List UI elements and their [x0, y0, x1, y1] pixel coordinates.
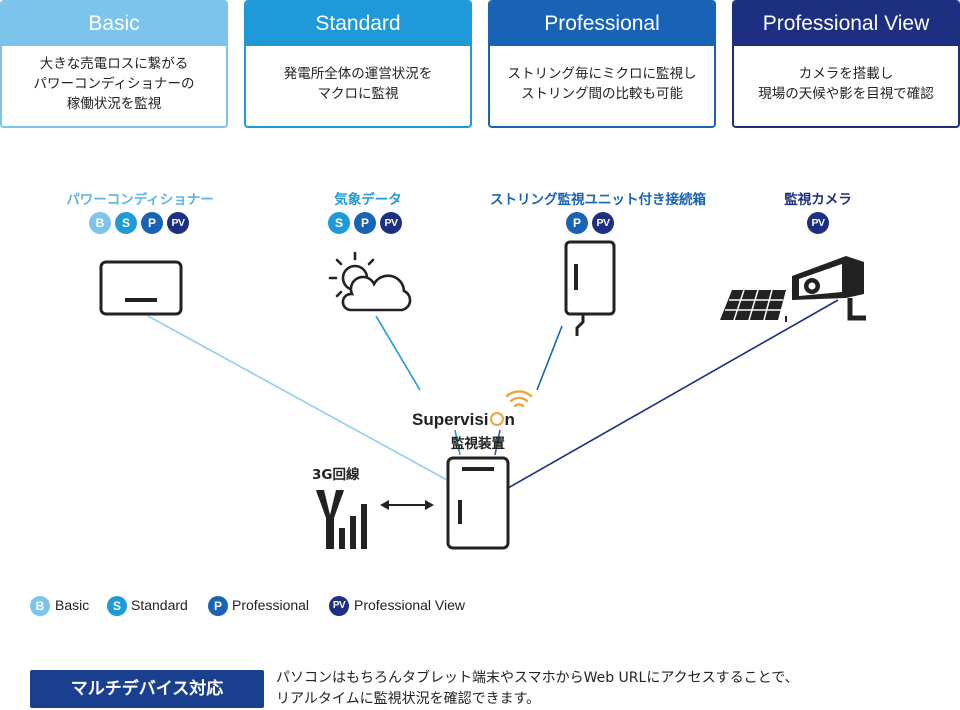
- multi-device-text: パソコンはもちろんタブレット端末やスマホからWeb URLにアクセスすることで、…: [276, 670, 799, 707]
- legend-label-professional-view: Professional View: [354, 597, 466, 613]
- badge-basic: B: [89, 212, 111, 234]
- plan-description-basic: 大きな売電ロスに繋がる パワーコンディショナーの 稼働状況を監視: [33, 56, 195, 112]
- legend-label-professional: Professional: [232, 597, 310, 613]
- plan-card-professional: Professional ストリング毎にミクロに監視し ストリング間の比較も可能: [488, 0, 716, 128]
- supervision-brand-dot: [489, 412, 504, 426]
- weather-icon: [328, 251, 412, 312]
- junction-box-icon: [564, 240, 616, 336]
- legend-label-basic: Basic: [55, 597, 90, 613]
- legend-badge-professional: P: [208, 596, 228, 616]
- plan-description-professional-view: カメラを搭載し 現場の天候や影を目視で確認: [758, 66, 934, 102]
- legend-badge-standard: S: [107, 596, 127, 616]
- component-title-weather: 気象データ: [334, 192, 402, 208]
- plan-card-basic: Basic 大きな売電ロスに繋がる パワーコンディショナーの 稼働状況を監視: [0, 0, 228, 128]
- plan-name-standard: Standard: [246, 2, 470, 46]
- link-string: [536, 325, 563, 391]
- plan-card-standard: Standard 発電所全体の運営状況を マクロに監視: [244, 0, 472, 128]
- supervision-device-icon: [446, 456, 510, 550]
- plan-name-professional-view: Professional View: [734, 2, 958, 46]
- badge-standard: S: [115, 212, 137, 234]
- antenna-icon: [316, 490, 367, 549]
- badge-professional-view: PV: [167, 212, 189, 234]
- bidirectional-arrow-icon: [380, 500, 434, 510]
- network-label: 3G回線: [312, 467, 360, 483]
- component-title-camera: 監視カメラ: [784, 192, 852, 208]
- plan-name-basic: Basic: [2, 2, 226, 46]
- badge-professional: P: [141, 212, 163, 234]
- supervision-brand-suffix: n: [504, 410, 515, 429]
- link-sup-right: [494, 429, 501, 456]
- link-sup-left: [454, 429, 461, 456]
- supervision-brand: Supervisi n: [412, 410, 515, 430]
- camera-icon: [792, 256, 866, 321]
- plan-description-professional: ストリング毎にミクロに監視し ストリング間の比較も可能: [507, 66, 697, 102]
- component-title-pcs: パワーコンディショナー: [66, 192, 214, 208]
- legend-label-standard: Standard: [131, 597, 188, 613]
- wifi-icon: [505, 390, 533, 408]
- link-camera: [507, 299, 839, 489]
- legend-badge-professional-view: PV: [329, 596, 349, 616]
- plan-card-professional-view: Professional View カメラを搭載し 現場の天候や影を目視で確認: [732, 0, 960, 128]
- supervision-label: 監視装置: [451, 436, 505, 452]
- badge-standard: S: [328, 212, 350, 234]
- plan-name-professional: Professional: [490, 2, 714, 46]
- badge-professional-view: PV: [807, 212, 829, 234]
- link-weather: [375, 315, 421, 391]
- badge-professional-view: PV: [592, 212, 614, 234]
- component-title-string: ストリング監視ユニット付き接続箱: [490, 192, 706, 208]
- power-conditioner-icon: [99, 260, 183, 316]
- plan-description-standard: 発電所全体の運営状況を マクロに監視: [283, 66, 433, 102]
- supervision-brand-prefix: Supervisi: [412, 410, 489, 429]
- multi-device-tag: マルチデバイス対応: [30, 670, 264, 708]
- badge-professional: P: [566, 212, 588, 234]
- solar-panel-icon: [720, 289, 787, 322]
- badge-professional-view: PV: [380, 212, 402, 234]
- legend-badge-basic: B: [30, 596, 50, 616]
- badge-professional: P: [354, 212, 376, 234]
- link-pcs: [147, 315, 448, 481]
